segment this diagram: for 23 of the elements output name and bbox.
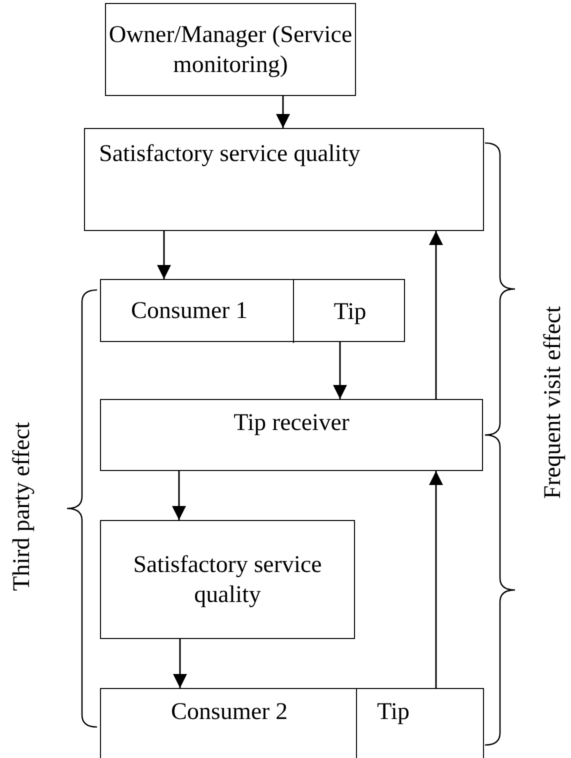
box-text: Tip receiver — [234, 409, 350, 438]
arrow — [333, 342, 347, 399]
box-text: Consumer 1 — [131, 296, 248, 326]
process-box — [105, 3, 356, 96]
box-text: Satisfactory service quality — [99, 140, 360, 169]
arrow — [173, 639, 187, 688]
effect-label: Frequent visit effect — [539, 306, 566, 498]
box-text: Consumer 2 — [171, 698, 288, 727]
effect-label: Third party effect — [8, 422, 36, 590]
arrow — [157, 231, 171, 279]
box-text: Owner/Manager (Service monitoring) — [108, 20, 354, 80]
arrow — [429, 231, 443, 399]
process-box — [100, 520, 355, 639]
arrow — [429, 471, 443, 688]
process-box — [84, 128, 484, 231]
box-text: Tip — [334, 298, 366, 326]
box-text: Satisfactory service quality — [132, 550, 323, 610]
process-box — [100, 279, 405, 342]
process-box — [100, 688, 484, 758]
process-box — [100, 399, 483, 471]
arrow — [172, 471, 186, 520]
box-text: Tip — [377, 698, 410, 727]
arrow — [276, 96, 290, 128]
